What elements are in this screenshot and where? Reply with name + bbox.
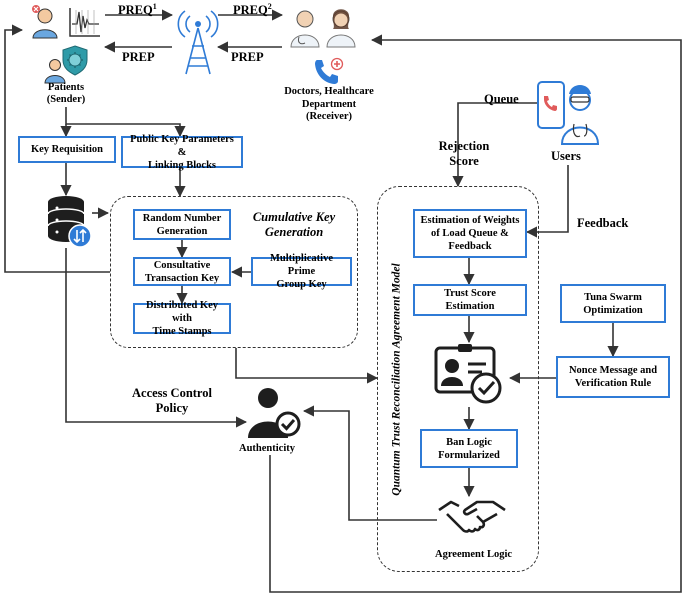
patients-split-line [65,107,186,138]
feedback-label: Feedback [577,216,629,230]
multiplicative-prime-group-key-box: Multiplicative Prime Group Key [251,253,352,290]
nonce-message-box: Nonce Message and Verification Rule [556,356,670,398]
queue-label: Queue [484,92,519,106]
handshake-icon [438,500,506,533]
queue-line [452,102,540,188]
cumulative-to-qtram-line [235,348,379,384]
phone-icon [315,57,344,84]
ban-logic-box: Ban Logic Formularized [420,429,518,468]
feedback-line [525,165,569,238]
ecg-chart-icon [69,8,100,37]
key-requisition-box: Key Requisition [18,136,116,163]
public-key-parameters-box: Public Key Parameters & Linking Blocks [121,134,243,171]
prep-left-label: PREP [122,50,155,64]
virus-shield-icon [62,45,88,76]
access-control-policy-label: Access Control Policy [132,386,212,415]
patient-icon [32,5,58,39]
handshake-to-auth-line [302,405,437,521]
patient-small-icon [44,59,66,84]
rejection-score-label: Rejection Score [438,139,490,168]
random-number-generation-box: Random Number Generation [133,209,231,240]
prep-right-label: PREP [231,50,264,64]
user-check-icon [248,388,301,438]
patients-label: Patients (Sender) [46,82,86,105]
cumulative-key-generation-label: Cumulative Key Generation [252,210,336,239]
id-card-check-icon [434,344,502,404]
users-label: Users [551,149,581,163]
database-icon [47,196,92,248]
consultative-transaction-key-box: Consultative Transaction Key [133,257,231,286]
doctor-icon [290,9,356,48]
qtram-group [377,186,539,572]
cumulative-key-generation-group [110,196,358,348]
qtram-label: Quantum Trust Reconciliation Agreement M… [390,263,403,496]
tower-icon [177,10,219,75]
trust-score-estimation-box: Trust Score Estimation [413,284,527,316]
auth-to-doctors-loop [269,34,682,593]
authenticity-label: Authenticity [239,443,295,454]
estimation-weights-box: Estimation of Weights of Load Queue & Fe… [413,209,527,258]
tuna-swarm-optimization-box: Tuna Swarm Optimization [560,284,666,323]
preq2-label: PREQ2 [233,2,272,18]
cumulative-loop-line [4,24,110,273]
db-to-authenticity-line [65,248,248,428]
distributed-key-box: Distributed Key with Time Stamps [133,300,231,337]
agreement-logic-label: Agreement Logic [435,549,513,560]
doctors-label: Doctors, Healthcare Department (Receiver… [284,86,374,122]
preq1-label: PREQ1 [118,2,157,18]
user-doctor-phone-icon [537,81,600,145]
